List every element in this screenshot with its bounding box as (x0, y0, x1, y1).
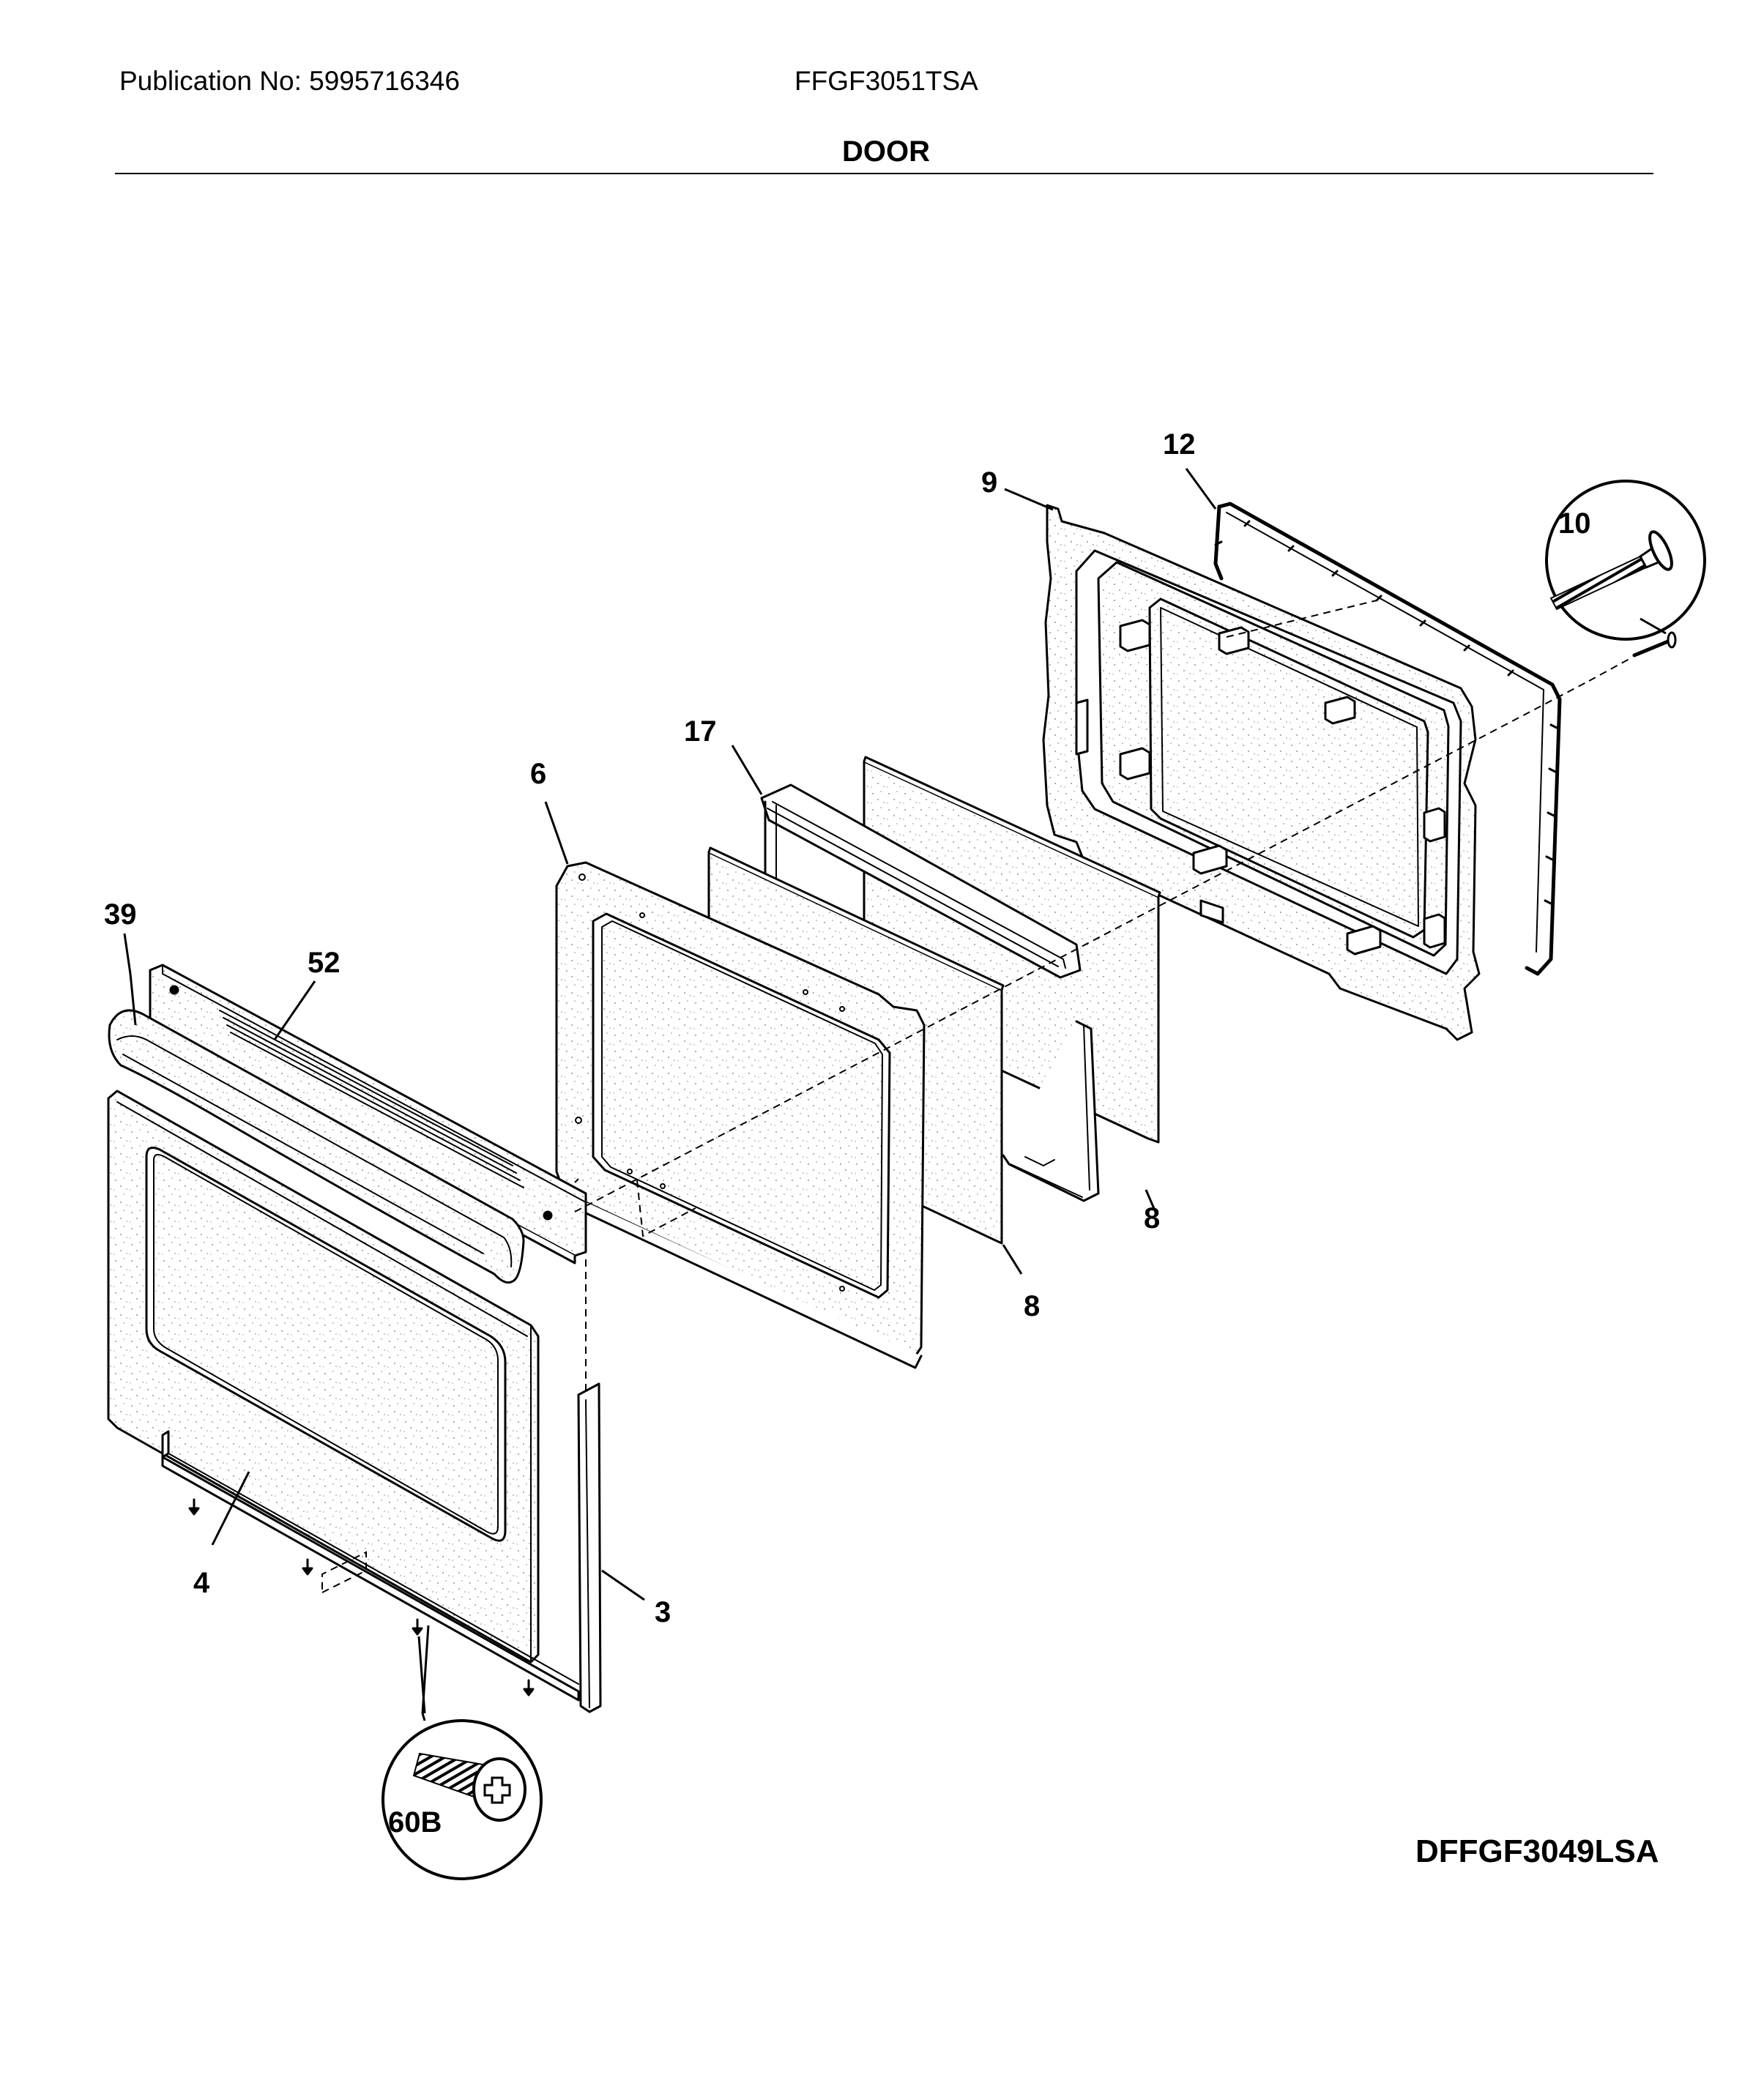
inner-door-panel (1042, 504, 1481, 1041)
door-screws (188, 1498, 535, 1696)
door-side-trim (577, 1382, 602, 1713)
callout-3: 3 (655, 1596, 671, 1628)
callout-8-front: 8 (1024, 1290, 1040, 1322)
hinge-screw (1632, 631, 1677, 658)
window-pack-frame (760, 783, 1100, 1202)
drawing-id: DFFGF3049LSA (1415, 1833, 1659, 1869)
callout-9: 9 (981, 466, 997, 499)
callout-52: 52 (308, 947, 340, 979)
callout-10: 10 (1558, 507, 1591, 540)
outer-door-panel (107, 1089, 540, 1664)
section-title: DOOR (842, 135, 930, 168)
model-number: FFGF3051TSA (794, 66, 978, 96)
header-rule (115, 173, 1653, 174)
callout-12: 12 (1163, 428, 1196, 461)
detail-circle-10 (1545, 480, 1706, 641)
leader-lines (123, 468, 1217, 1714)
detail-circle-60b (382, 1625, 543, 1880)
callout-60b: 60B (388, 1806, 442, 1839)
callout-17: 17 (684, 715, 717, 748)
door-liner (555, 861, 926, 1369)
callout-6: 6 (530, 758, 546, 790)
door-gasket (1213, 502, 1562, 976)
callout-39: 39 (104, 898, 137, 931)
publication-number: Publication No: 5995716346 (119, 66, 460, 96)
door-handle (108, 1009, 525, 1284)
door-bottom-trim (161, 1430, 580, 1702)
alignment-lines (321, 600, 1630, 1594)
callout-4: 4 (193, 1567, 210, 1599)
callout-8-rear: 8 (1144, 1202, 1160, 1234)
